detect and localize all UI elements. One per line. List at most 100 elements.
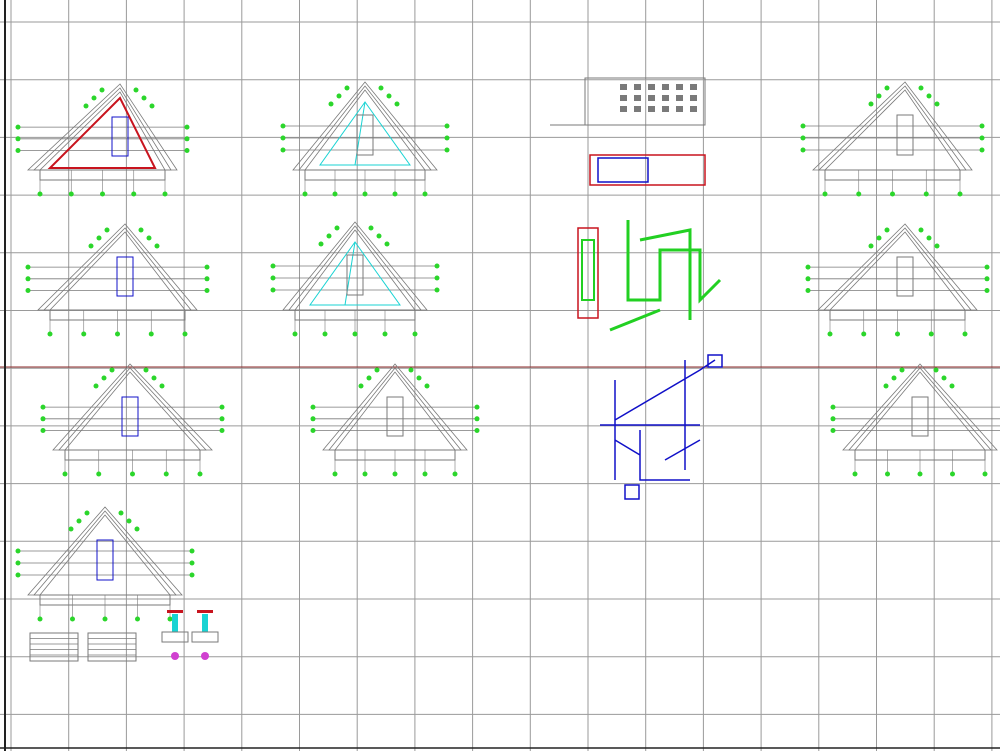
grid-marker	[926, 235, 932, 241]
grid-marker	[884, 85, 890, 91]
grid-marker	[895, 331, 900, 337]
details	[29, 77, 723, 662]
wall-outline	[64, 371, 201, 451]
grid-marker	[852, 471, 858, 477]
room	[121, 396, 139, 437]
wall-outline	[848, 367, 992, 451]
grid-marker	[310, 404, 316, 410]
grid-marker	[424, 383, 430, 389]
valve-detail	[197, 610, 213, 613]
window	[662, 95, 669, 101]
grid-marker	[219, 428, 225, 433]
window	[676, 95, 683, 101]
grid-marker	[334, 225, 340, 231]
grid-marker	[204, 288, 210, 293]
room	[111, 116, 129, 157]
grid-marker	[88, 243, 94, 249]
grid-marker	[159, 383, 165, 389]
window	[634, 84, 641, 90]
grid-marker	[434, 275, 440, 281]
grid-marker	[310, 428, 316, 433]
room	[386, 396, 404, 437]
wall-outline	[39, 514, 171, 596]
grid-marker	[135, 616, 140, 622]
grid-marker	[219, 404, 225, 410]
grid-marker	[270, 287, 276, 293]
room	[346, 254, 364, 296]
grid-marker	[37, 616, 43, 622]
wall-outline	[298, 85, 432, 171]
grid-marker	[15, 148, 21, 153]
grid-marker	[101, 375, 107, 381]
isometric-piping	[600, 359, 716, 481]
grid-marker	[800, 135, 806, 141]
grid-marker	[15, 136, 21, 142]
window	[634, 95, 641, 101]
grid-marker	[115, 331, 120, 337]
symbol	[201, 652, 209, 660]
room	[896, 256, 914, 297]
floor-plan	[310, 363, 480, 477]
grid-marker	[81, 331, 87, 337]
grid-marker	[100, 191, 105, 197]
fixture	[707, 354, 723, 368]
grid-marker	[118, 510, 124, 516]
grid-marker	[416, 375, 422, 381]
grid-marker	[474, 404, 480, 410]
grid-marker	[891, 375, 897, 381]
window	[676, 84, 683, 90]
valve-detail	[191, 631, 219, 643]
grid-marker	[890, 191, 895, 197]
grid-marker	[91, 95, 97, 101]
grid-marker	[25, 288, 31, 293]
wall-outline	[328, 367, 462, 451]
symbol	[171, 652, 179, 660]
grid-marker	[280, 147, 286, 153]
grid-marker	[830, 428, 836, 433]
floor-plan	[800, 81, 985, 197]
floor-plan	[15, 83, 190, 197]
grid-marker	[374, 367, 380, 373]
grid-marker	[474, 416, 480, 422]
grid-marker	[474, 428, 480, 433]
grid-marker	[15, 124, 21, 130]
grid-marker	[83, 103, 89, 109]
grid-marker	[47, 331, 53, 337]
grid-marker	[918, 227, 924, 233]
window	[648, 106, 655, 112]
grid-marker	[102, 616, 108, 622]
grid-marker	[378, 85, 384, 91]
grid-marker	[805, 264, 811, 270]
valve-detail	[167, 610, 183, 613]
grid-marker	[270, 263, 276, 269]
red-outline	[47, 96, 157, 169]
grid-marker	[957, 191, 963, 197]
window	[620, 106, 627, 112]
grid-marker	[885, 471, 890, 477]
grid-marker	[358, 383, 364, 389]
grid-marker	[412, 331, 418, 337]
grid-marker	[899, 367, 905, 373]
grid-marker	[384, 241, 390, 247]
grid-marker	[302, 191, 308, 197]
grid-marker	[96, 235, 102, 241]
wall-outline	[334, 371, 456, 451]
grid-marker	[40, 428, 46, 433]
grid-marker	[99, 87, 105, 93]
grid-marker	[923, 191, 929, 197]
grid-marker	[162, 191, 168, 197]
cyan-piping	[319, 101, 411, 166]
grid-marker	[219, 416, 225, 422]
building-section	[589, 154, 706, 186]
grid-marker	[133, 87, 139, 93]
grid-marker	[68, 526, 74, 532]
grid-marker	[149, 103, 155, 109]
window	[662, 106, 669, 112]
grid-marker	[37, 191, 43, 197]
grid-marker	[146, 235, 152, 241]
grid-marker	[861, 331, 867, 337]
grid-marker	[830, 416, 836, 422]
grid-marker	[949, 383, 955, 389]
valve-detail	[202, 614, 208, 632]
